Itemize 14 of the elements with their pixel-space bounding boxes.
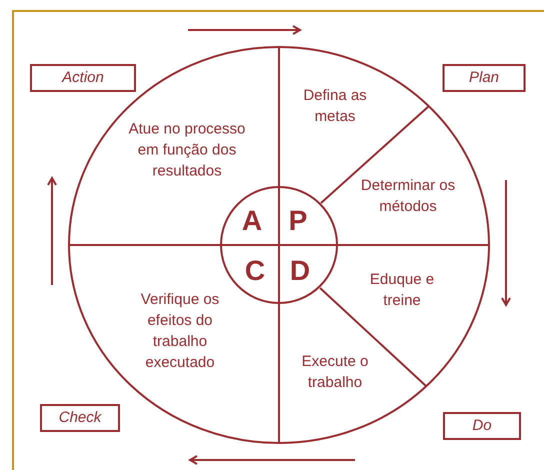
phase-letter: D [285,257,315,285]
phase-letter: A [237,207,267,235]
step-text: Defina as metas [285,85,385,127]
step-text: Verifique os efeitos do trabalho executado [125,289,235,373]
phase-letter: P [283,207,313,235]
phase-letter: C [240,257,270,285]
step-text: Atue no processo em função dos resultados [127,118,247,182]
step-text: Determinar os métodos [353,175,463,217]
phase-label: Plan [442,64,526,92]
step-text: Eduque e treine [352,269,452,311]
step-text: Execute o trabalho [285,351,385,393]
phase-label: Action [30,64,136,92]
phase-label: Check [40,404,120,432]
phase-label: Do [443,412,521,440]
